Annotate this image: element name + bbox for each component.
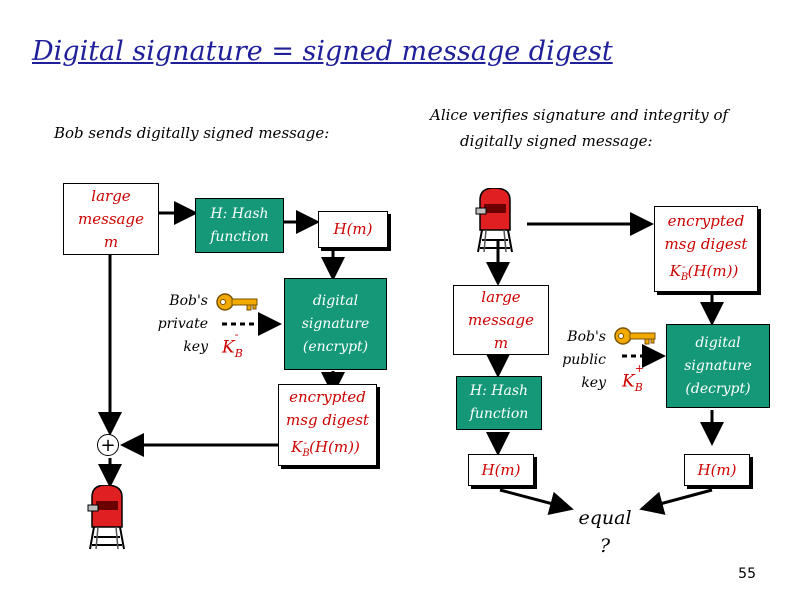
alice-sig-line2: signature <box>684 357 752 374</box>
alice-key-label-line2: public <box>562 352 606 368</box>
bob-large-message-line3: m <box>103 232 119 251</box>
slide-title: Digital signature = signed message diges… <box>32 36 613 67</box>
alice-hash-function-box: H: Hash function <box>456 376 542 430</box>
bob-large-message-line1: large <box>91 186 131 205</box>
alice-key-label-line1: Bob's <box>567 329 606 345</box>
alice-public-key-symbol: KB+ <box>622 362 645 395</box>
public-key-icon <box>614 327 656 345</box>
bob-digest-formula: KB-(H(m)) <box>291 437 360 459</box>
alice-sig-line1: digital <box>695 334 741 351</box>
bob-sig-line2: signature <box>301 315 370 332</box>
alice-hash-line1: H: Hash <box>469 383 529 399</box>
arrow-hm-right-to-equal <box>639 488 713 515</box>
question-mark: ? <box>599 535 611 557</box>
bob-large-message-box: large message m <box>63 183 159 255</box>
alice-hm-right-box: H(m) <box>684 454 750 486</box>
alice-mailbox-icon <box>475 188 513 253</box>
alice-large-message-line3: m <box>493 333 509 352</box>
alice-hm-right-text: H(m) <box>697 460 737 479</box>
alice-public-key-label: Bob's public key <box>556 326 606 395</box>
arrow-hm-left-to-equal <box>499 488 574 515</box>
bob-hm-box: H(m) <box>318 211 388 248</box>
bob-private-key-symbol: KB- <box>222 328 243 361</box>
bob-private-key-label: Bob's private key <box>150 290 208 359</box>
bob-hash-function-box: H: Hash function <box>195 198 284 253</box>
alice-digest-formula: KB-(H(m)) <box>669 261 739 283</box>
alice-large-message-line1: large <box>481 287 521 306</box>
alice-digest-line2: msg digest <box>664 234 748 253</box>
equal-question: equal ? <box>568 504 642 560</box>
alice-digest-line1: encrypted <box>667 211 745 230</box>
bob-hm-text: H(m) <box>333 220 373 238</box>
bob-key-label-line2: private <box>157 316 208 332</box>
left-caption: Bob sends digitally signed message: <box>54 124 330 142</box>
alice-large-message-box: large message m <box>453 285 549 355</box>
right-caption-line1: Alice verifies signature and integrity o… <box>430 106 729 124</box>
bob-encrypted-digest-box: encrypted msg digest KB-(H(m)) <box>278 384 377 466</box>
bob-key-label-line1: Bob's <box>169 293 208 309</box>
bob-key-label-line3: key <box>183 339 208 355</box>
page-number: 55 <box>738 566 756 582</box>
bob-hash-line2: function <box>210 228 269 245</box>
right-caption-line2: digitally signed message: <box>460 132 653 150</box>
bob-large-message-line2: message <box>78 209 144 228</box>
bob-plus-text: + <box>100 435 116 456</box>
bob-plus-circle: + <box>97 434 119 456</box>
alice-hm-left-text: H(m) <box>481 460 521 479</box>
bob-digest-line2: msg digest <box>286 410 369 429</box>
alice-hm-left-box: H(m) <box>468 454 534 486</box>
bob-digital-signature-box: digital signature (encrypt) <box>284 278 387 370</box>
alice-key-label-line3: key <box>581 375 606 391</box>
alice-encrypted-digest-box: encrypted msg digest KB-(H(m)) <box>654 206 758 292</box>
private-key-icon <box>216 293 258 311</box>
bob-mailbox-icon <box>87 485 125 550</box>
bob-hash-line1: H: Hash <box>210 205 269 222</box>
bob-sig-line1: digital <box>312 292 359 309</box>
alice-sig-line3: (decrypt) <box>685 380 751 397</box>
bob-sig-line3: (encrypt) <box>302 338 369 355</box>
alice-hash-line2: function <box>469 406 529 422</box>
alice-digital-signature-box: digital signature (decrypt) <box>666 324 770 408</box>
alice-large-message-line2: message <box>468 310 534 329</box>
bob-digest-line1: encrypted <box>289 387 366 406</box>
equal-text: equal <box>578 507 632 529</box>
